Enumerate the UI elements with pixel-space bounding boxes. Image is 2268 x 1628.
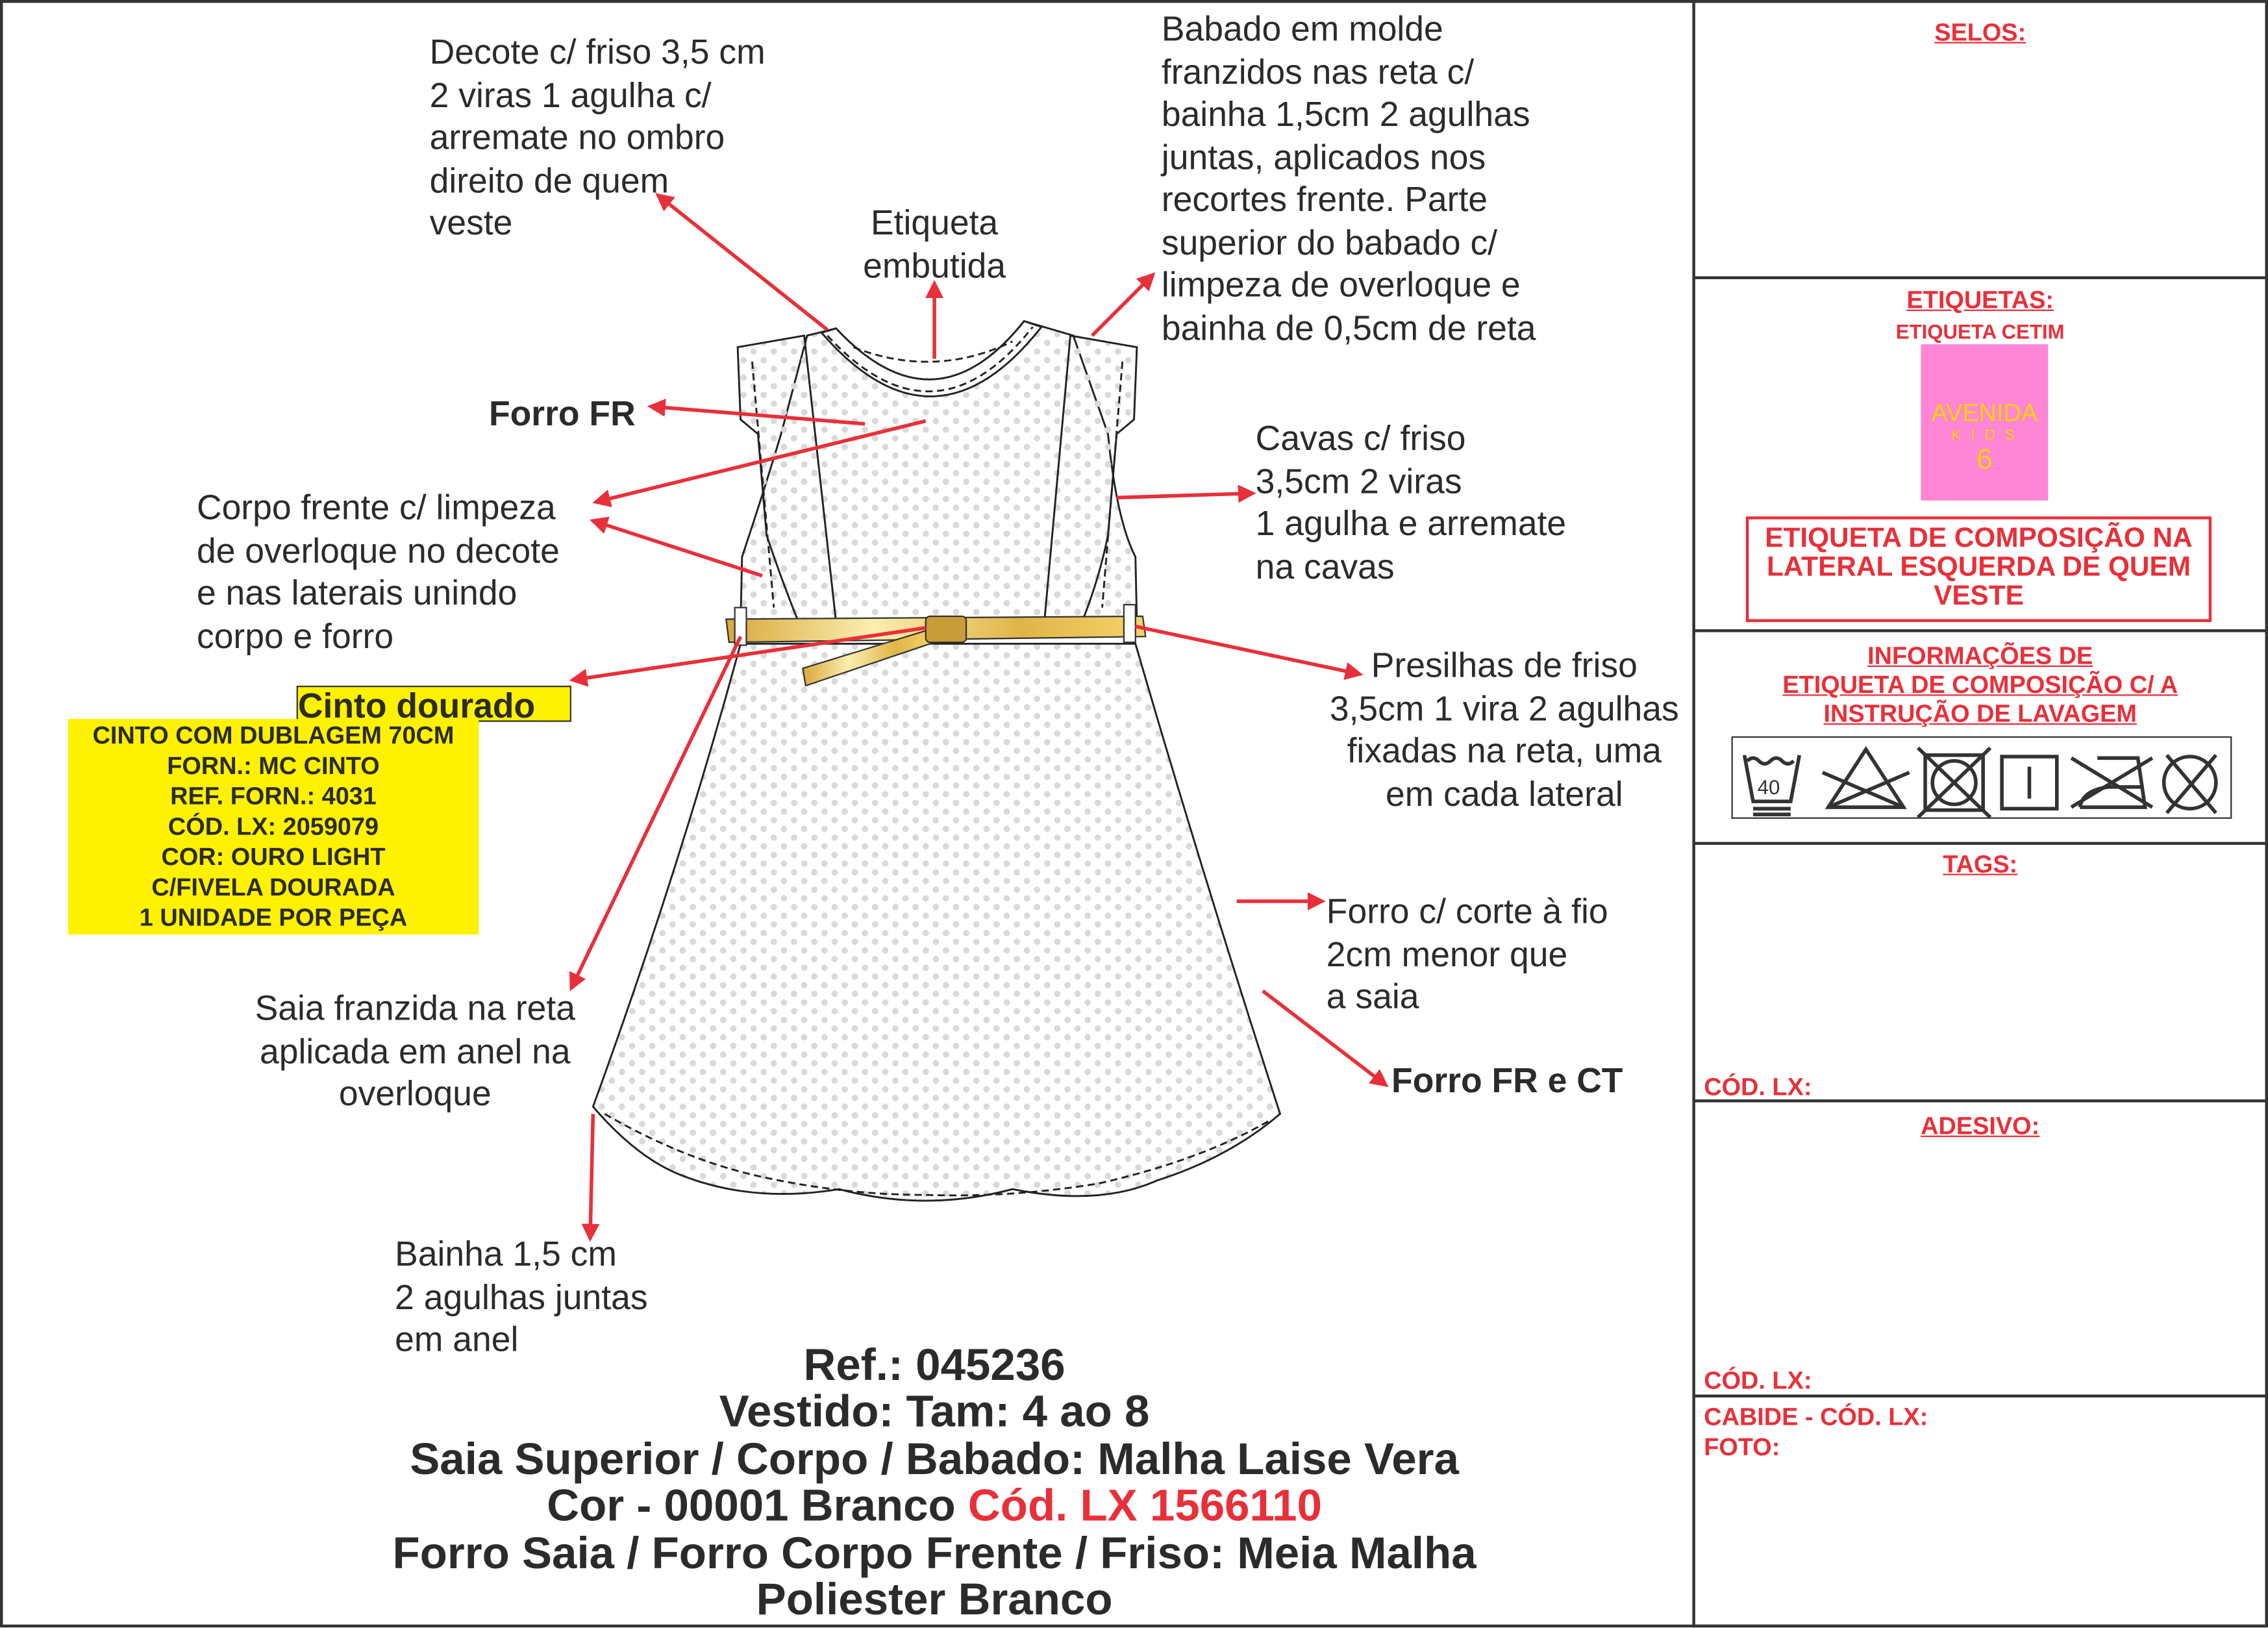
belt: [725, 604, 1147, 687]
selos-heading: SELOS:: [1934, 18, 2026, 47]
annotation-forro-fr-ct: Forro FR e CT: [1391, 1062, 1623, 1101]
annotation-cavas: Cavas c/ friso 3,5cm 2 viras 1 agulha e …: [1255, 420, 1567, 587]
callout-arrows: [569, 193, 1389, 1242]
annotation-forro-fr: Forro FR: [488, 395, 636, 434]
annotation-forro-corte: Forro c/ corte à fio 2cm menor que a sai…: [1326, 892, 1608, 1018]
annotation-decote: Decote c/ friso 3,5 cm 2 viras 1 agulha …: [429, 33, 766, 244]
product-color-code: Cód. LX 1566110: [967, 1480, 1322, 1531]
tags-cod-lx: CÓD. LX:: [1704, 1073, 1812, 1101]
brand-label-name: AVENIDA: [1931, 399, 2038, 427]
divider: [1693, 629, 2267, 632]
right-panel: [1692, 0, 2268, 1628]
product-lining: Forro Saia / Forro Corpo Frente / Friso:…: [392, 1527, 1477, 1578]
annotation-presilhas: Presilhas de friso 3,5cm 1 vira 2 agulha…: [1329, 646, 1679, 814]
divider: [1693, 276, 2267, 279]
product-name: Vestido: Tam: 4 ao 8: [719, 1386, 1150, 1438]
no-tumble-dry-icon: [1917, 746, 1992, 819]
product-fabric: Saia Superior / Corpo / Babado: Malha La…: [410, 1433, 1459, 1484]
brand-label: AVENIDA K I D S 6: [1921, 344, 2049, 501]
care-symbols: 40: [1731, 736, 2232, 819]
no-bleach-icon: [1821, 745, 1910, 809]
product-ref: Ref.: 045236: [803, 1339, 1065, 1390]
annotation-babado: Babado em molde franzidos nas reta c/ ba…: [1161, 10, 1536, 348]
annotation-bainha: Bainha 1,5 cm 2 agulhas juntas em anel: [395, 1235, 648, 1360]
product-lining-2: Poliester Branco: [756, 1573, 1113, 1625]
composition-note: ETIQUETA DE COMPOSIÇÃO NA LATERAL ESQUER…: [1745, 516, 2212, 622]
etiquetas-heading: ETIQUETAS:: [1906, 286, 2054, 314]
line-dry-icon: [2000, 755, 2059, 811]
adesivo-heading: ADESIVO:: [1921, 1112, 2040, 1140]
annotation-saia: Saia franzida na reta aplicada em anel n…: [255, 989, 576, 1114]
no-iron-icon: [2070, 756, 2154, 809]
brand-label-size: 6: [1976, 444, 1993, 476]
annotation-etiqueta: Etiqueta embutida: [863, 204, 1006, 286]
no-dry-clean-icon: [2162, 754, 2218, 814]
cabide-cod-lx: CABIDE - CÓD. LX:: [1704, 1403, 1928, 1431]
divider: [1693, 1099, 2267, 1103]
tags-heading: TAGS:: [1943, 850, 2018, 879]
wash-40-icon: 40: [1742, 755, 1801, 816]
annotation-corpo: Corpo frente c/ limpeza de overloque no …: [196, 488, 560, 657]
informacoes-heading: INFORMAÇÕES DE ETIQUETA DE COMPOSIÇÃO C/…: [1782, 642, 2178, 728]
cinto-title: Cinto dourado: [296, 685, 571, 722]
etiqueta-cetim: ETIQUETA CETIM: [1895, 319, 2065, 343]
product-color: Cor - 00001 Branco: [547, 1480, 956, 1531]
skirt: [592, 642, 1282, 1202]
foto-label: FOTO:: [1704, 1433, 1780, 1461]
cinto-details: CINTO COM DUBLAGEM 70CM FORN.: MC CINTO …: [68, 719, 479, 935]
wash-temp: 40: [1758, 776, 1780, 799]
divider: [1693, 842, 2267, 845]
adesivo-cod-lx: CÓD. LX:: [1704, 1367, 1812, 1395]
divider: [1693, 1394, 2267, 1397]
brand-label-sub: K I D S: [1951, 428, 2018, 444]
product-info: Ref.: 045236 Vestido: Tam: 4 ao 8 Saia S…: [290, 1339, 1580, 1625]
